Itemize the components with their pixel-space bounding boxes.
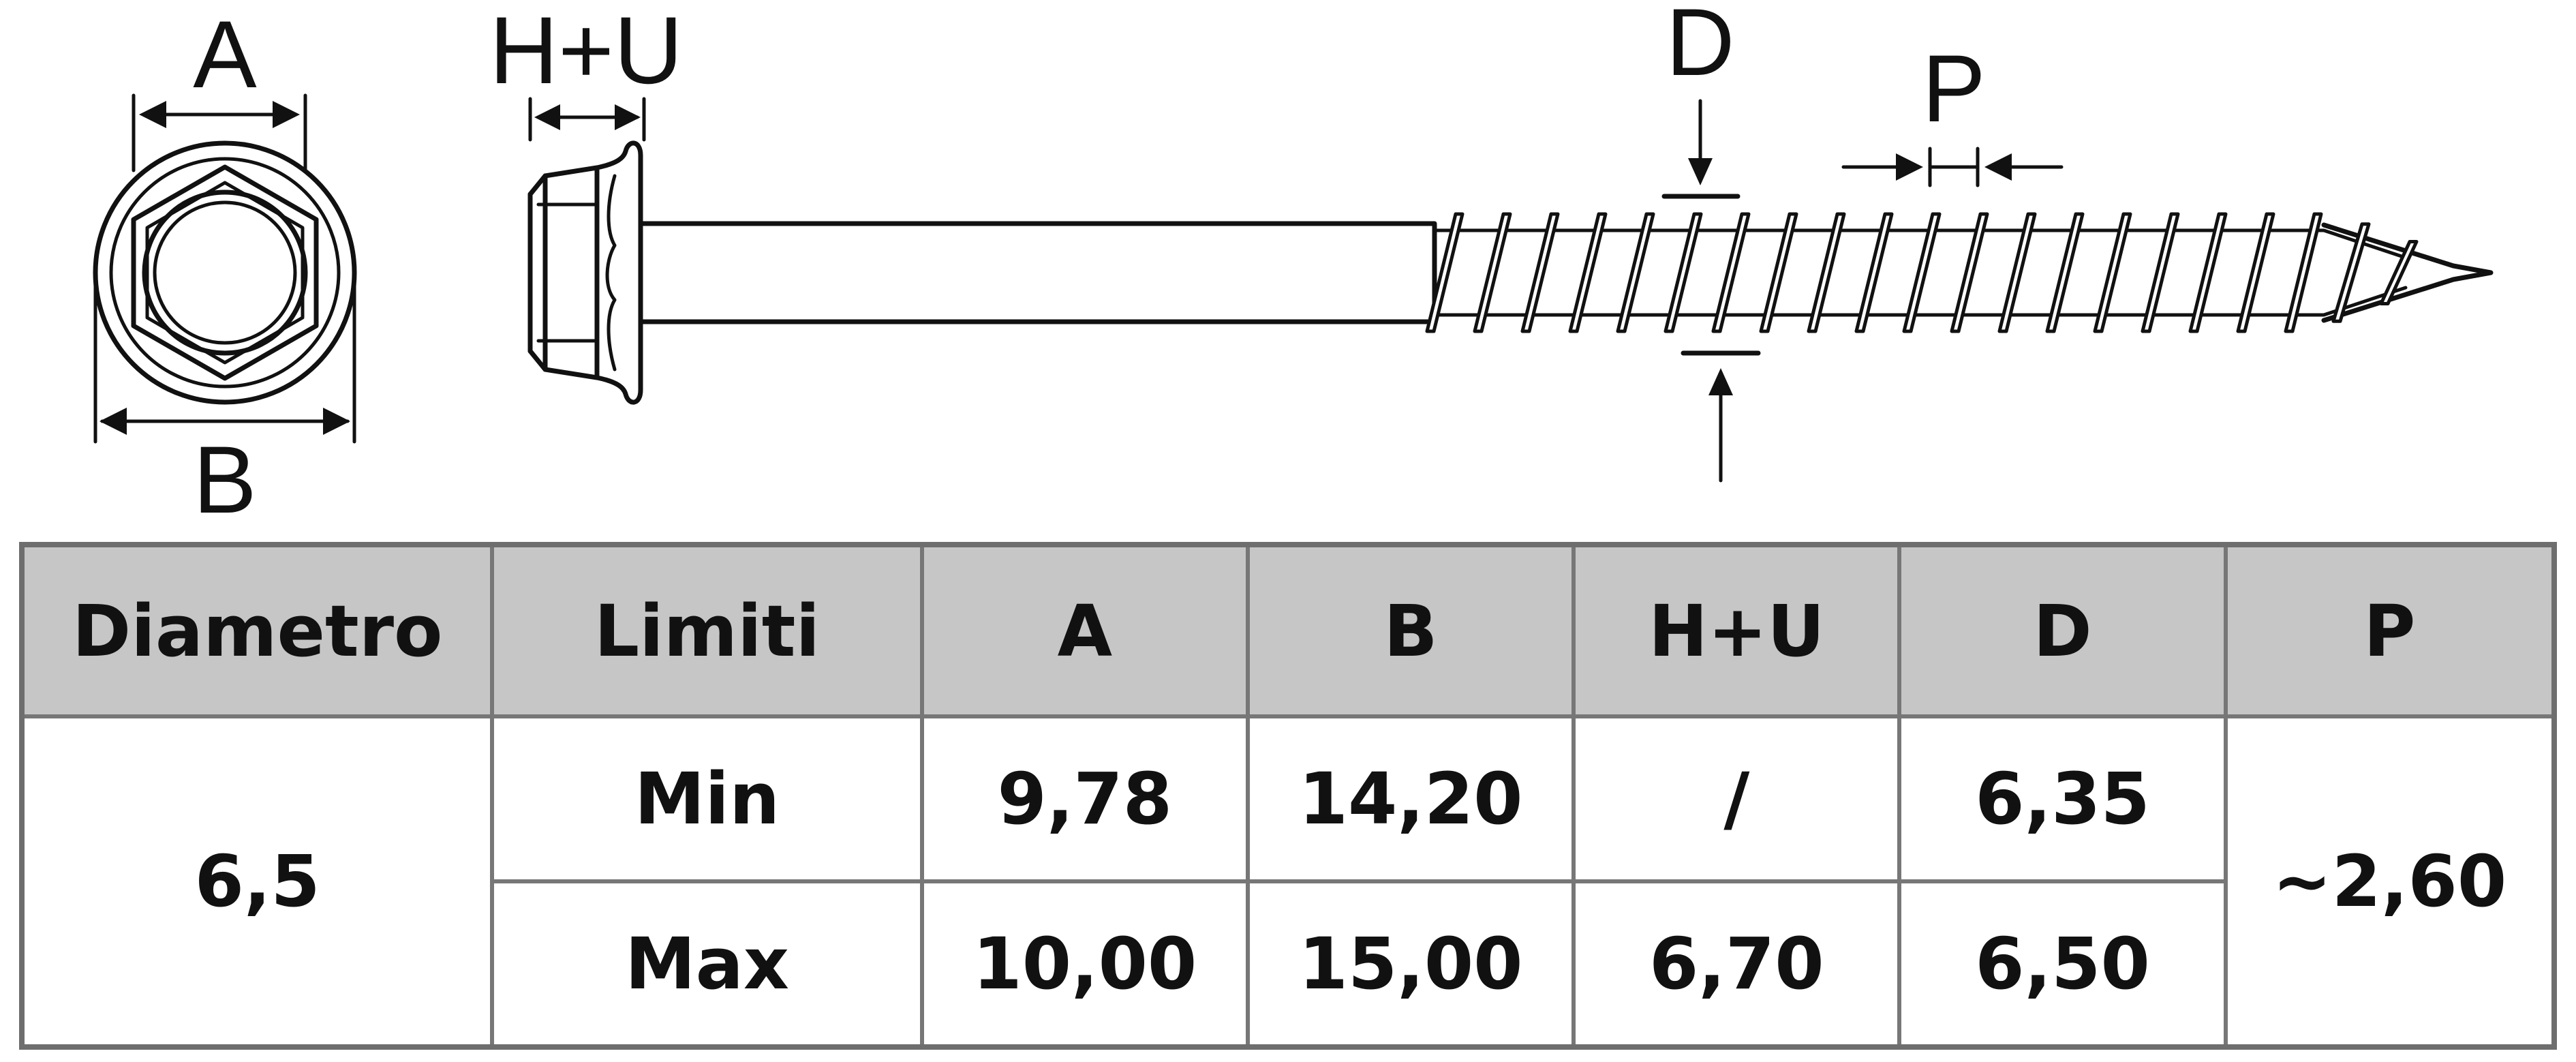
screw-technical-drawing: A B H+U [93,0,2494,533]
thread-ridge [1473,212,1512,333]
label-d: D [1666,0,1734,95]
label-p: P [1922,35,1985,142]
dimension-p: P [1841,35,2064,187]
specification-table: Diametro Limiti A B H+U D P 6,5 Min 9,78… [19,542,2557,1050]
dimension-a: A [132,1,307,172]
cell-d-max: 6,50 [1897,879,2228,1050]
thread-ridge [1663,212,1703,333]
header-p: P [2223,543,2557,718]
header-d: D [1897,543,2228,718]
thread-ridge [1997,212,2037,333]
thread-ridge [2331,222,2371,323]
cell-limit-max: Max [490,879,924,1050]
thread-ridge [2045,212,2085,333]
thread-ridge [1711,212,1751,333]
thread-ridge [2093,212,2132,333]
thread-ridge [1520,212,1560,333]
cell-d-min: 6,35 [1897,714,2228,883]
header-b: B [1245,543,1576,718]
screw-threads [1425,212,2419,333]
label-a: A [193,1,257,108]
header-diametro: Diametro [19,543,495,718]
cell-hu-max: 6,70 [1571,879,1902,1050]
header-a: A [919,543,1250,718]
thread-ridge [1616,212,1655,333]
table-row: 6,5 Min 9,78 14,20 / 6,35 ~2,60 [19,714,2557,1049]
header-limiti: Limiti [490,543,924,718]
thread-ridge [2141,212,2180,333]
dimension-b: B [93,284,356,533]
thread-ridge [1425,212,1465,333]
cell-pitch: ~2,60 [2223,714,2557,1049]
label-hu: H+U [489,0,683,104]
thread-ridge [1902,212,1942,333]
cell-a-min: 9,78 [919,714,1250,883]
thread-ridge [2188,212,2228,333]
thread-ridge [2284,212,2323,333]
screw-side-view [527,140,2494,405]
dimension-hu: H+U [489,0,683,142]
label-b: B [193,426,256,533]
thread-ridge [1854,212,1894,333]
thread-ridge [1759,212,1798,333]
thread-ridge [2236,212,2275,333]
thread-ridge [1568,212,1608,333]
table-row: Max 10,00 15,00 6,70 6,50 [22,879,2554,1050]
cell-b-max: 15,00 [1245,879,1576,1050]
cell-b-min: 14,20 [1245,714,1576,883]
head-top-view [93,140,357,405]
thread-ridge [1950,212,1989,333]
cell-limit-min: Min [490,714,924,883]
thread-ridge [2379,240,2419,305]
header-hu: H+U [1571,543,1902,718]
thread-ridge [1807,212,1846,333]
cell-hu-min: / [1571,714,1902,883]
cell-a-max: 10,00 [919,879,1250,1050]
dimension-d: D [1661,0,1761,483]
cell-diameter: 6,5 [19,714,495,1049]
table-header-row: Diametro Limiti A B H+U D P [19,543,2557,718]
